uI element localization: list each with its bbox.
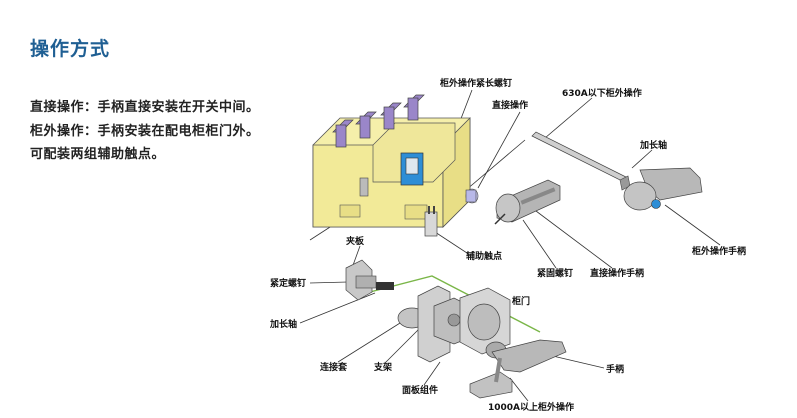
label-ext-handle: 柜外操作手柄: [691, 245, 746, 257]
label-ext-shaft: 加长轴: [639, 139, 667, 151]
page-title: 操作方式: [30, 38, 111, 60]
label-cabinet-door: 柜门: [511, 295, 530, 307]
label-ext-shaft2: 加长轴: [269, 318, 297, 330]
label-direct-op: 直接操作: [492, 99, 528, 111]
terminal-tabs: [332, 94, 425, 148]
external-assembly-1000: [345, 259, 567, 399]
desc-direct-operation: 直接操作：手柄直接安装在开关中间。: [30, 100, 260, 115]
label-handle: 手柄: [606, 363, 624, 375]
label-clamp-plate: 夹板: [346, 235, 365, 247]
direct-operation-handle: [465, 179, 561, 225]
desc-external-operation: 柜外操作：手柄安装在配电柜柜门外。: [30, 124, 260, 139]
external-handle-630: [623, 167, 703, 211]
extension-shaft: [531, 131, 631, 191]
label-tight-screw: 紧固螺钉: [537, 267, 573, 279]
label-below630: 630A以下柜外操作: [562, 87, 642, 99]
labels: 柜外操作紧长螺钉 直接操作 630A以下柜外操作 加长轴 辅助触点 夹板 紧定螺…: [269, 77, 746, 413]
knob-blue-icon: [651, 199, 661, 209]
switch-body: [312, 117, 471, 228]
label-direct-handle: 直接操作手柄: [590, 267, 644, 279]
label-panel-assembly: 面板组件: [402, 384, 438, 396]
label-aux-contact: 辅助触点: [466, 250, 502, 262]
label-fix-screw: 紧定螺钉: [270, 277, 306, 289]
label-bracket: 支架: [373, 361, 392, 373]
label-connector: 连接套: [320, 361, 348, 373]
desc-aux-contacts: 可配装两组辅助触点。: [30, 147, 166, 162]
aux-contact: [424, 206, 438, 237]
label-ext-screw: 柜外操作紧长螺钉: [439, 77, 512, 89]
label-above1000: 1000A以上柜外操作: [488, 401, 574, 413]
